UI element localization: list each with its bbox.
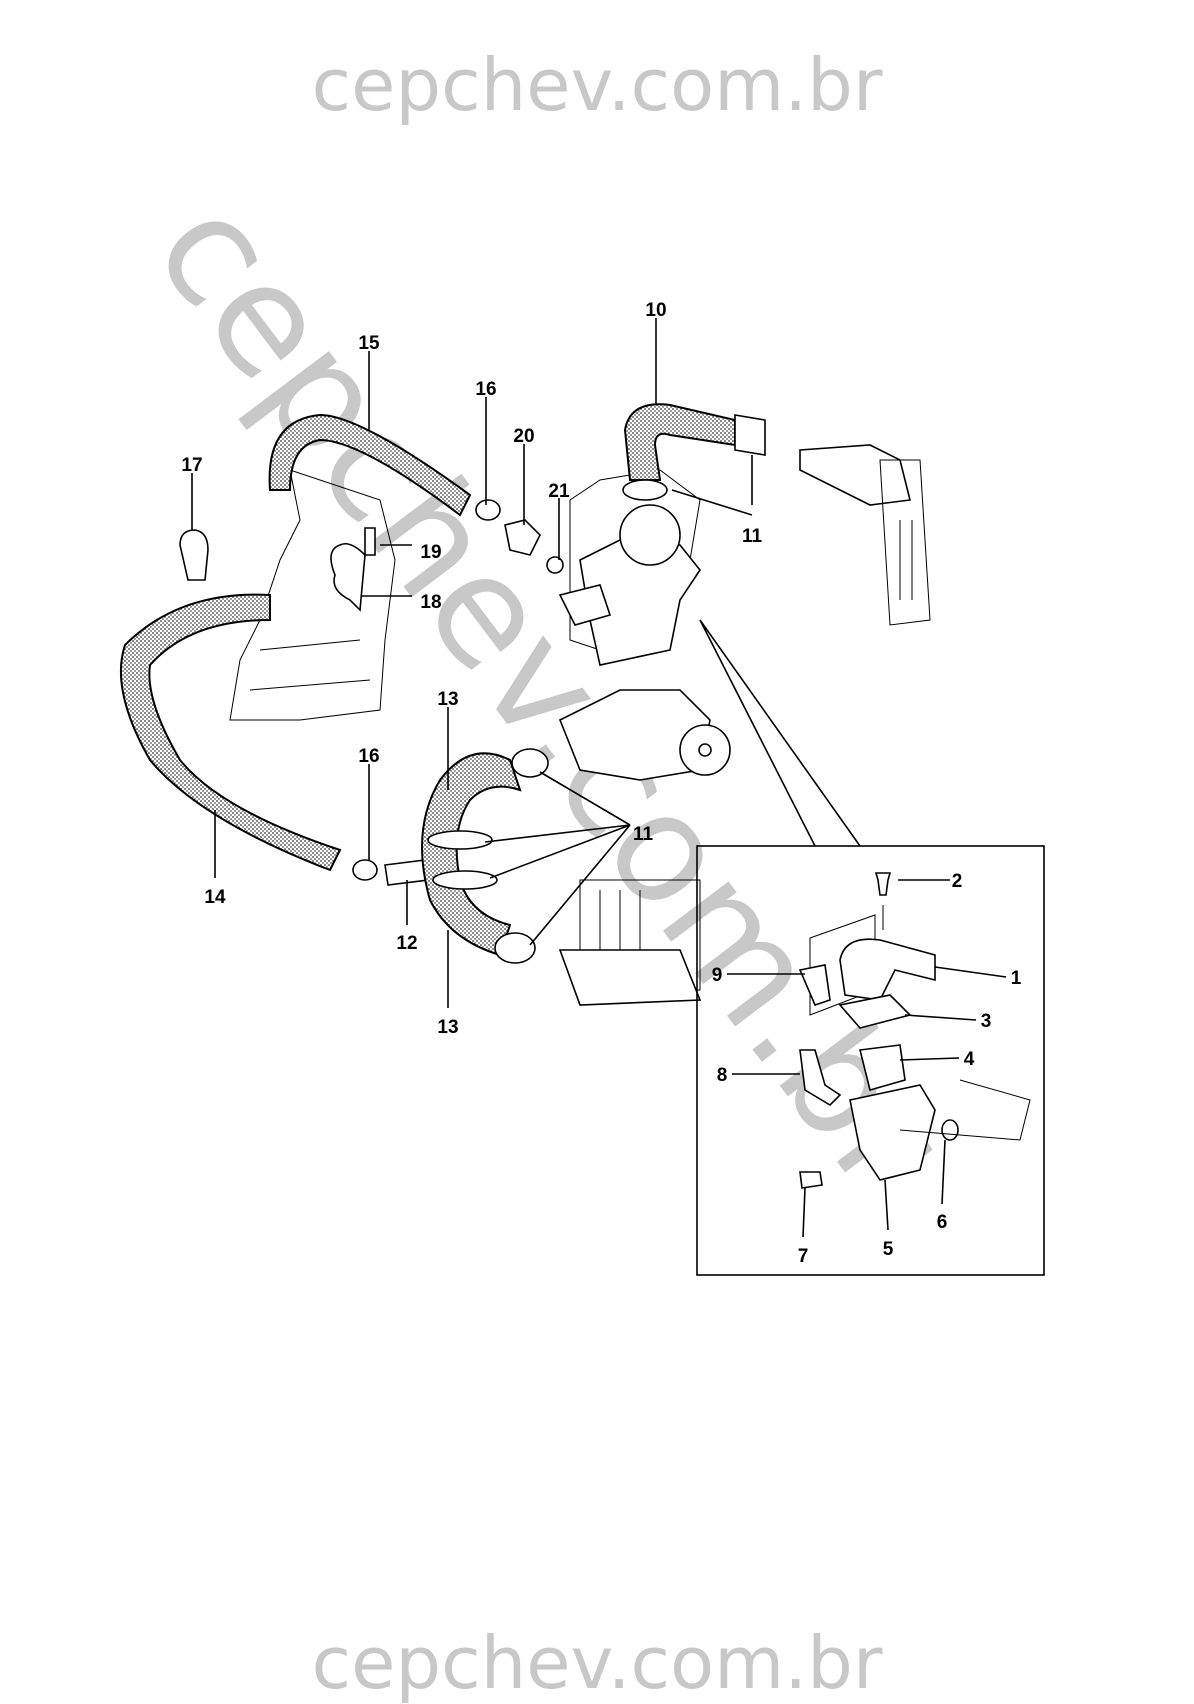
bracket-18 bbox=[330, 542, 366, 612]
callout-19: 19 bbox=[420, 542, 441, 563]
callout-16-lower: 16 bbox=[358, 746, 379, 767]
callout-8: 8 bbox=[717, 1065, 728, 1086]
callout-10: 10 bbox=[645, 300, 666, 321]
watermark-top: cepchev.com.br bbox=[312, 43, 883, 127]
water-pump bbox=[558, 689, 731, 781]
clamp-11-c bbox=[432, 870, 498, 890]
callout-7: 7 bbox=[798, 1246, 809, 1267]
callout-12: 12 bbox=[396, 933, 417, 954]
callout-5: 5 bbox=[883, 1239, 894, 1260]
watermark-diagonal: cepchev.com.br bbox=[121, 167, 976, 1222]
screw-2 bbox=[874, 872, 892, 896]
washer-21 bbox=[546, 556, 564, 574]
callout-13-upper: 13 bbox=[437, 689, 458, 710]
callout-14: 14 bbox=[204, 887, 226, 908]
thermostat-4 bbox=[859, 1044, 906, 1091]
callout-17: 17 bbox=[181, 455, 202, 476]
elbow-fitting-8 bbox=[799, 1049, 842, 1107]
clamp-11-d bbox=[494, 932, 536, 964]
bracket-9 bbox=[798, 964, 831, 1006]
callout-18: 18 bbox=[420, 592, 441, 613]
hose-15 bbox=[268, 413, 472, 517]
callout-16-upper: 16 bbox=[475, 379, 496, 400]
hose-14 bbox=[119, 593, 342, 872]
clamp-11-top bbox=[734, 414, 766, 456]
callout-1: 1 bbox=[1011, 968, 1022, 989]
radiator-upper bbox=[799, 444, 931, 626]
clamp-16-lower bbox=[352, 859, 378, 881]
clip-17 bbox=[179, 529, 209, 581]
leader-lines bbox=[191, 318, 861, 1008]
callout-9: 9 bbox=[712, 965, 723, 986]
bolt-19 bbox=[364, 527, 376, 556]
washer-6 bbox=[941, 1119, 959, 1141]
callout-11-lower: 11 bbox=[633, 824, 654, 845]
callout-13-lower: 13 bbox=[437, 1017, 458, 1038]
radiator-lower bbox=[558, 879, 702, 1006]
clamp-11-lower bbox=[622, 479, 668, 501]
callout-20: 20 bbox=[513, 426, 534, 447]
thermostat-detail-inset bbox=[696, 845, 1045, 1276]
callout-6: 6 bbox=[937, 1212, 948, 1233]
clamp-16-upper bbox=[475, 499, 501, 521]
hose-10 bbox=[623, 403, 736, 481]
callout-4: 4 bbox=[964, 1049, 975, 1070]
thermostat-housing bbox=[558, 504, 701, 666]
housing-5 bbox=[849, 1084, 936, 1181]
watermark-bottom: cepchev.com.br bbox=[312, 1621, 883, 1704]
callout-11-upper: 11 bbox=[742, 526, 763, 547]
connector-20 bbox=[504, 519, 541, 556]
clamp-11-b bbox=[427, 830, 493, 850]
bolt-7 bbox=[799, 1171, 823, 1189]
callout-3: 3 bbox=[981, 1011, 992, 1032]
callout-2: 2 bbox=[952, 871, 963, 892]
callout-21: 21 bbox=[548, 481, 570, 502]
callout-15: 15 bbox=[358, 333, 380, 354]
outlet-elbow-1 bbox=[839, 938, 936, 1001]
clamp-11-a bbox=[511, 748, 549, 778]
hose-13 bbox=[421, 752, 522, 957]
